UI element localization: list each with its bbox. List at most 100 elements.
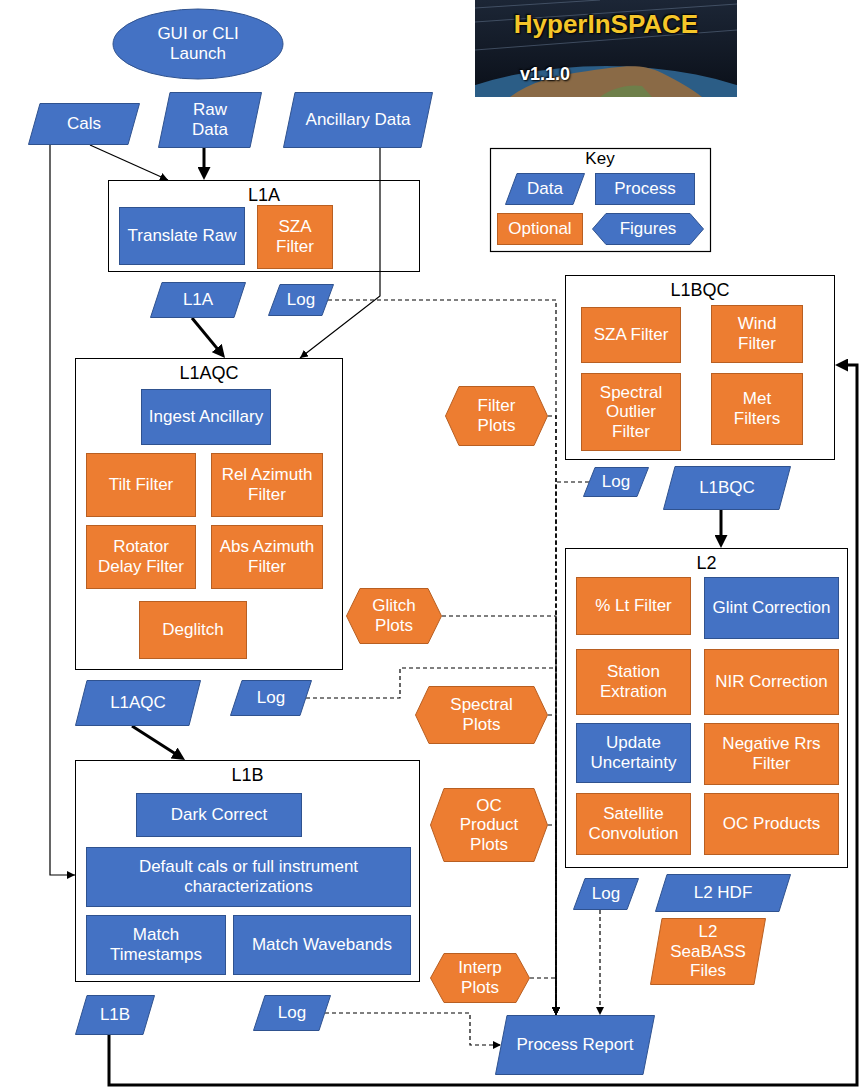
- report-link: [328, 300, 556, 1015]
- parallelogram-outline: [254, 996, 331, 1031]
- optional-box: Deglitch: [139, 601, 247, 659]
- node-label: L2 HDF: [694, 883, 753, 903]
- data-parallelogram: L1BQC: [663, 466, 791, 510]
- node-label: Log: [592, 884, 620, 904]
- data-parallelogram: Log: [268, 284, 334, 316]
- node-label: Abs Azimuth Filter: [218, 537, 316, 576]
- level-group: L1BQCSZA FilterWind FilterSpectral Outli…: [565, 275, 835, 460]
- node-label: Cals: [67, 114, 101, 134]
- node-label: L2 SeaBASS Files: [667, 922, 749, 981]
- optional-data-parallelogram: L2 SeaBASS Files: [650, 918, 766, 985]
- legend-label: Optional: [508, 219, 571, 239]
- flow-arrow: [192, 318, 222, 355]
- parallelogram-outline: [76, 681, 201, 726]
- process-box: Update Uncertainty: [576, 723, 691, 783]
- optional-box: % Lt Filter: [576, 577, 691, 635]
- parallelogram-outline: [29, 104, 140, 145]
- node-label: OC Products: [723, 814, 820, 834]
- legend-swatch: Data: [505, 173, 585, 205]
- hexagon-outline: [431, 954, 530, 1003]
- data-parallelogram: Log: [583, 467, 649, 497]
- report-link: [599, 910, 600, 1015]
- connectors: [50, 145, 857, 1085]
- node-label: Glint Correction: [712, 598, 830, 618]
- node-label: Raw Data: [175, 100, 245, 139]
- logo-land: [600, 85, 652, 97]
- data-parallelogram: Process Report: [495, 1015, 655, 1075]
- start-ellipse: GUI or CLI Launch: [112, 8, 284, 80]
- node-label: Interp Plots: [448, 958, 512, 997]
- node-label: % Lt Filter: [595, 596, 672, 616]
- data-parallelogram: Log: [253, 995, 331, 1031]
- data-parallelogram: Log: [573, 878, 639, 910]
- optional-box: Rel Azimuth Filter: [211, 453, 323, 517]
- node-label: Met Filters: [718, 389, 796, 428]
- parallelogram-outline: [231, 681, 312, 716]
- node-label: Negative Rrs Filter: [711, 734, 832, 773]
- node-label: L1BQC: [699, 478, 755, 498]
- ellipse-outline: [113, 9, 283, 79]
- parallelogram-outline: [506, 174, 585, 205]
- parallelogram-outline: [496, 1016, 655, 1075]
- optional-box: Station Extration: [576, 649, 691, 715]
- parallelogram-outline: [284, 93, 433, 148]
- flow-arrow: [203, 148, 206, 176]
- legend-frame: [491, 149, 711, 252]
- logo-text: v1.1.0: [500, 64, 590, 85]
- parallelogram-outline: [159, 93, 262, 148]
- logo-earth: [475, 66, 737, 97]
- process-box: Default cals or full instrument characte…: [86, 847, 411, 907]
- optional-box: Abs Azimuth Filter: [211, 525, 323, 589]
- node-label: Ancillary Data: [306, 110, 411, 130]
- node-label: L1B: [100, 1005, 130, 1025]
- flow-arrow: [720, 510, 723, 544]
- node-label: Log: [257, 688, 285, 708]
- parallelogram-outline: [151, 283, 246, 318]
- process-box: Dark Correct: [136, 793, 302, 837]
- node-label: Filter Plots: [463, 396, 530, 435]
- node-label: Match Wavebands: [252, 935, 392, 955]
- group-heading: L2: [566, 549, 847, 574]
- legend-label: Data: [527, 179, 563, 199]
- process-box: Match Wavebands: [233, 915, 411, 975]
- figure-hexagon: Spectral Plots: [415, 686, 548, 744]
- node-label: Spectral Plots: [433, 695, 530, 734]
- data-parallelogram: Raw Data: [158, 92, 262, 148]
- node-label: Update Uncertainty: [583, 733, 684, 772]
- report-link: [548, 825, 556, 1015]
- logo-text: HyperInSPACE: [480, 10, 732, 40]
- optional-box: Tilt Filter: [86, 453, 196, 517]
- node-label: Spectral Outlier Filter: [588, 383, 674, 442]
- group-heading: L1AQC: [76, 359, 342, 384]
- parallelogram-outline: [574, 879, 639, 910]
- node-label: L1A: [183, 290, 213, 310]
- optional-box: SZA Filter: [257, 205, 333, 269]
- node-label: L1AQC: [110, 693, 166, 713]
- optional-box: Spectral Outlier Filter: [581, 373, 681, 451]
- optional-box: Wind Filter: [711, 305, 803, 363]
- parallelogram-outline: [656, 875, 791, 912]
- optional-box: NIR Correction: [704, 649, 839, 715]
- flow-arrow: [132, 726, 182, 758]
- legend-heading: Key: [490, 149, 710, 169]
- node-label: Log: [287, 290, 315, 310]
- process-box: Ingest Ancillary: [141, 389, 271, 445]
- hexagon-outline: [593, 214, 704, 245]
- logo-image: [475, 0, 737, 97]
- optional-box: SZA Filter: [581, 307, 681, 363]
- process-box: Match Timestamps: [86, 915, 226, 975]
- parallelogram-outline: [76, 996, 155, 1035]
- node-label: Dark Correct: [171, 805, 267, 825]
- node-label: Station Extration: [583, 662, 684, 701]
- flow-arrow: [90, 145, 168, 180]
- figure-hexagon: Filter Plots: [445, 386, 548, 446]
- flow-arrow: [50, 145, 75, 875]
- hexagon-outline: [347, 589, 442, 644]
- figure-hexagon: OC Product Plots: [430, 788, 548, 862]
- group-heading: L1A: [109, 181, 419, 206]
- report-link: [325, 1013, 501, 1045]
- node-label: SZA Filter: [594, 325, 669, 345]
- node-label: Default cals or full instrument characte…: [93, 857, 404, 896]
- data-parallelogram: Cals: [28, 103, 140, 145]
